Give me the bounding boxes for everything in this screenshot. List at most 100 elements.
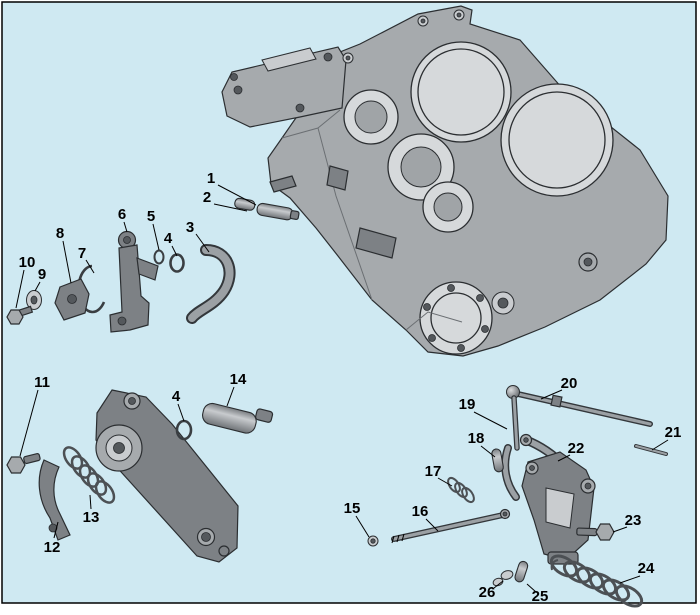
fork-body — [188, 246, 234, 322]
leader-line — [473, 411, 508, 430]
end-pin — [635, 445, 667, 455]
callout-20: 20 — [540, 375, 578, 400]
callout-label: 25 — [532, 588, 549, 605]
camshaft-bore-inner — [354, 100, 388, 134]
yoke-opening — [545, 487, 575, 529]
washer-pair — [500, 570, 514, 580]
callout-label: 4 — [164, 230, 173, 247]
cover-plate-assembly — [6, 389, 274, 563]
callout-25: 25 — [526, 583, 549, 605]
return-spring — [62, 446, 116, 504]
bottom-flange-bore-inner — [430, 292, 482, 344]
small-pin — [514, 560, 529, 583]
callout-26: 26 — [479, 580, 504, 601]
callout-11: 11 — [19, 374, 50, 457]
linkage-assembly — [367, 385, 668, 608]
leader-line — [177, 403, 185, 422]
top-boss-hole — [456, 12, 462, 18]
small-bore-inner — [433, 192, 463, 222]
cylinder-bore-2-inner — [508, 91, 606, 189]
engine-block — [221, 5, 669, 357]
callout-label: 17 — [425, 463, 442, 480]
callout-7: 7 — [78, 245, 95, 274]
coil — [86, 472, 108, 496]
callout-label: 18 — [468, 430, 485, 447]
bolt-hole — [447, 284, 455, 292]
side-boss-hole — [583, 257, 593, 267]
leader-line — [19, 389, 39, 457]
top-boss-hole — [345, 55, 351, 61]
bolt-hole — [476, 294, 484, 302]
coil — [461, 486, 475, 504]
leader-line — [425, 518, 439, 532]
flange-hole — [295, 103, 305, 113]
callout-17: 17 — [425, 463, 453, 487]
callout-label: 21 — [665, 424, 682, 441]
callout-1: 1 — [207, 170, 257, 206]
callout-label: 1 — [207, 170, 215, 187]
leader-line — [480, 445, 496, 458]
flange-hole — [233, 85, 243, 95]
callout-label: 13 — [83, 509, 100, 526]
callouts: 1 2 3 4 5 6 7 8 — [15, 170, 682, 605]
leader-line — [62, 240, 72, 284]
drag-rod — [392, 513, 505, 541]
link-lever — [502, 445, 519, 500]
callout-label: 20 — [561, 375, 578, 392]
callout-label: 15 — [344, 500, 361, 517]
idler-bore-inner — [400, 146, 442, 188]
callout-label: 22 — [568, 440, 585, 457]
small-spring — [447, 476, 475, 504]
pin-slot — [269, 175, 297, 193]
callout-label: 26 — [479, 584, 496, 601]
snap-ring — [169, 253, 185, 273]
leader-line — [493, 580, 504, 589]
callout-13: 13 — [83, 494, 100, 526]
callout-label: 5 — [147, 208, 155, 225]
leader-line — [651, 439, 669, 451]
plunger-body — [202, 402, 257, 434]
tension-spring — [549, 554, 644, 608]
callout-label: 12 — [44, 539, 61, 556]
callout-label: 9 — [38, 266, 46, 283]
plate-hole — [201, 532, 211, 542]
coil — [614, 584, 644, 608]
leader-line — [15, 269, 25, 309]
callout-19: 19 — [459, 396, 508, 430]
casting-inset — [355, 227, 397, 259]
vertical-link — [512, 396, 519, 450]
leader-line — [123, 221, 128, 233]
callout-label: 14 — [230, 371, 247, 388]
bolt-head-hex — [595, 523, 615, 541]
leader-line — [171, 245, 178, 257]
bolt-hole — [428, 334, 436, 342]
control-rod — [516, 392, 652, 426]
thread-mark — [391, 535, 395, 544]
lever-pivot-hole — [523, 437, 529, 443]
plate-boss-hole — [113, 442, 125, 454]
callout-8: 8 — [56, 225, 72, 284]
leader-line — [217, 184, 257, 206]
lock-ring — [153, 249, 165, 265]
leader-line — [89, 494, 92, 510]
callout-3: 3 — [186, 219, 210, 253]
casting-block — [326, 165, 349, 191]
callout-label: 7 — [78, 245, 86, 262]
callout-15: 15 — [344, 500, 370, 538]
washer-pair — [492, 577, 504, 587]
callout-label: 24 — [638, 560, 655, 577]
callout-label: 23 — [625, 512, 642, 529]
leader-line — [53, 521, 59, 539]
leader-line — [152, 223, 160, 251]
callout-24: 24 — [619, 560, 655, 584]
leader-line — [195, 233, 210, 253]
leader-line — [34, 281, 41, 292]
rod-eye-hole — [502, 511, 508, 517]
callout-label: 3 — [186, 219, 194, 236]
callout-22: 22 — [557, 440, 585, 462]
callout-2: 2 — [203, 189, 248, 212]
callout-6: 6 — [118, 206, 128, 233]
leader-line — [540, 389, 563, 400]
callout-label: 19 — [459, 396, 476, 413]
bolt-hole — [423, 303, 431, 311]
